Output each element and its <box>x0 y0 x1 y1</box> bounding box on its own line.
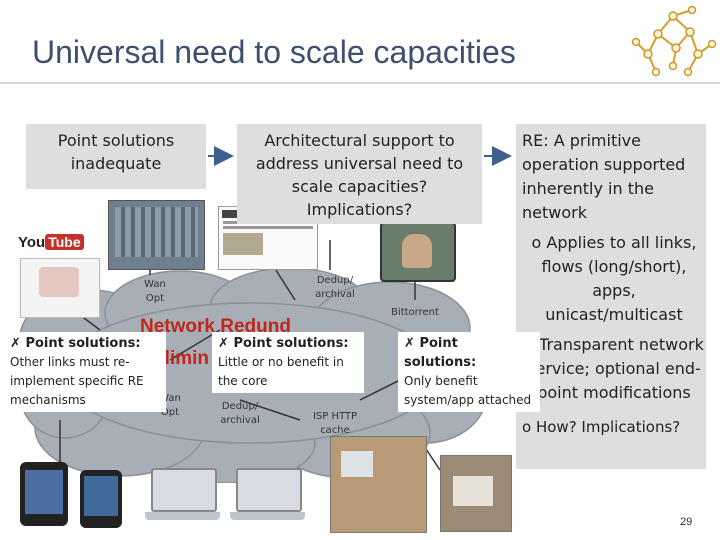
wan-opt-label-2: Wan Opt <box>159 393 181 418</box>
re-bullet-3: o How? Implications? <box>522 415 706 439</box>
slide-title: Universal need to scale capacities <box>32 34 516 70</box>
note-heading: Point solutions: <box>404 336 477 370</box>
re-heading: RE: A primitive operation supported inhe… <box>522 131 686 222</box>
re-bullet-1: o Applies to all links, flows (long/shor… <box>522 231 706 327</box>
network-redundancy-text-part2: Elimin <box>152 348 210 369</box>
page-number: 29 <box>680 516 693 528</box>
x-mark-icon: ✗ <box>218 336 229 351</box>
point-solutions-box: Point solutions inadequate <box>26 124 206 189</box>
note-core: ✗ Point solutions: Little or no benefit … <box>212 332 364 393</box>
title-divider <box>0 82 720 84</box>
laptop-image-2 <box>230 468 305 523</box>
laptop-image <box>145 468 220 523</box>
office-users-photo <box>330 436 427 533</box>
re-primitive-box: RE: A primitive operation supported inhe… <box>516 124 706 469</box>
datacenter-photo <box>108 200 205 270</box>
note-system-app: ✗ Point solutions: Only benefit system/a… <box>398 332 540 412</box>
note-body: Other links must re-implement specific R… <box>10 355 144 407</box>
isp-http-cache-label: ISP HTTP cache <box>312 411 358 436</box>
note-heading: Point solutions: <box>25 336 141 351</box>
smartphone-image <box>20 462 68 526</box>
re-bullet-2: o Transparent network service; optional … <box>522 333 706 405</box>
note-body: Little or no benefit in the core <box>218 355 344 388</box>
x-mark-icon: ✗ <box>404 336 415 351</box>
note-body: Only benefit system/app attached <box>404 374 532 407</box>
network-redundancy-text-part1: Network Redund <box>140 316 291 337</box>
network-graph-icon <box>631 5 717 77</box>
re-bullet-1-text: Applies to all links, flows (long/short)… <box>541 233 697 324</box>
note-heading: Point solutions: <box>233 336 349 351</box>
bittorrent-label: Bittorrent <box>391 307 439 318</box>
bullet-marker: o <box>531 233 542 252</box>
wan-opt-label-1: Wan Opt <box>144 279 166 304</box>
dedup-archival-label-2: Dedup/ archival <box>220 401 260 426</box>
video-player-screenshot <box>380 222 456 282</box>
smartphone-image-2 <box>80 470 122 528</box>
x-mark-icon: ✗ <box>10 336 21 351</box>
home-user-photo <box>440 455 512 532</box>
bullet-marker: o <box>522 418 532 436</box>
re-bullet-3-text: How? Implications? <box>535 418 681 436</box>
youtube-page-screenshot <box>20 258 100 318</box>
re-bullet-2-text: Transparent network service; optional en… <box>527 335 704 402</box>
architectural-support-box: Architectural support to address univers… <box>237 124 482 224</box>
note-other-links: ✗ Point solutions: Other links must re-i… <box>4 332 166 412</box>
dedup-archival-label-1: Dedup/ archival <box>315 275 355 300</box>
